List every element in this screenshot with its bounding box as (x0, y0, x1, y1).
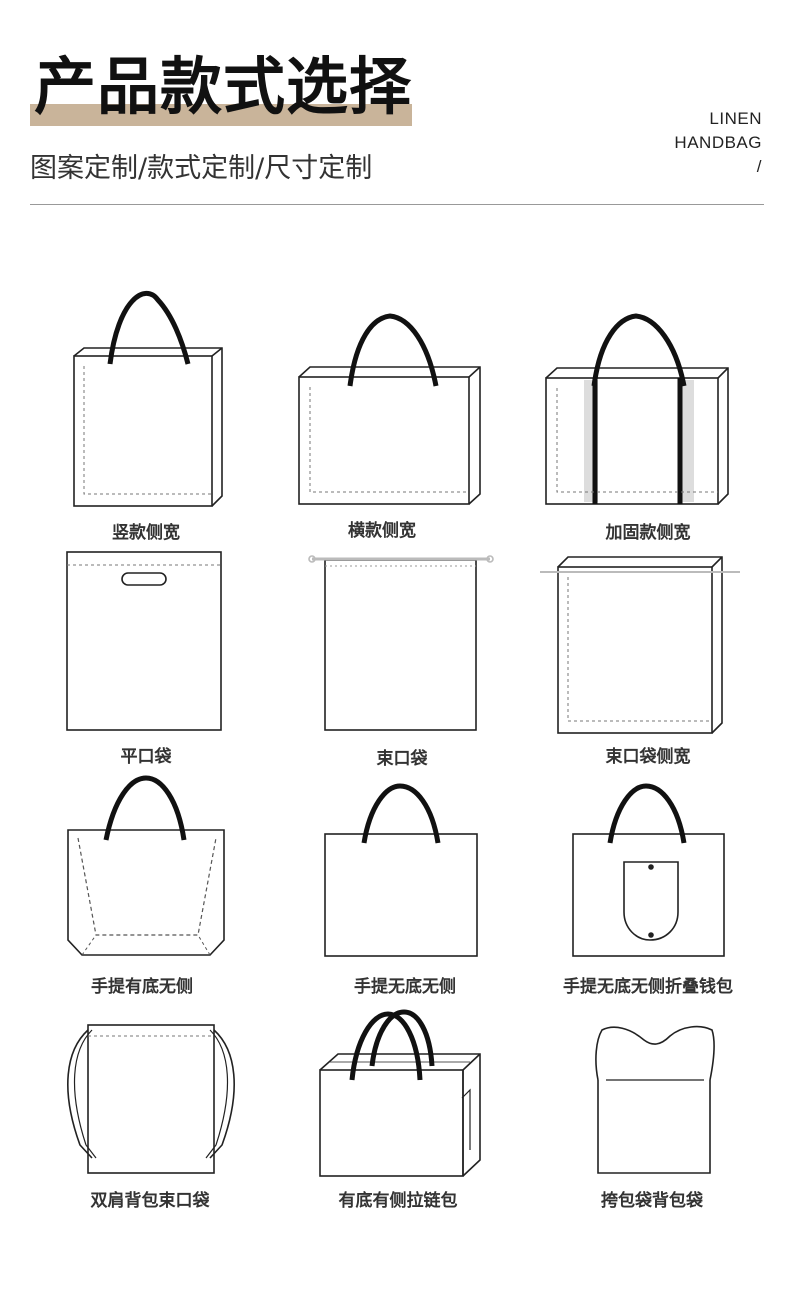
style-label: 手提有底无侧 (91, 977, 193, 997)
style-label: 双肩背包束口袋 (90, 1191, 210, 1211)
vertical-bag-with-side-gusset-icon (73, 291, 223, 507)
horizontal-bag-with-side-gusset-icon (298, 313, 481, 505)
handbag-no-bottom-no-side-icon (324, 783, 478, 957)
side-label-line-2: HANDBAG (674, 133, 762, 152)
backpack-drawstring-bag-icon (67, 1024, 235, 1174)
page-title: 产品款式选择 (34, 50, 413, 123)
style-label: 束口袋 (376, 749, 428, 769)
style-label: 竖款侧宽 (112, 523, 180, 543)
style-label: 加固款侧宽 (605, 523, 691, 543)
style-label: 束口袋侧宽 (605, 747, 691, 767)
style-label: 有底有侧拉链包 (338, 1191, 458, 1211)
drawstring-bag-with-gusset-icon (540, 556, 740, 734)
style-label: 平口袋 (120, 747, 172, 767)
header-divider (30, 204, 764, 205)
shoulder-backpack-bag-icon (595, 1025, 715, 1174)
flat-die-cut-bag-icon (66, 551, 222, 731)
reinforced-bag-with-side-gusset-icon (545, 313, 729, 505)
handbag-bottom-no-side-icon (67, 775, 225, 956)
foldable-wallet-handbag-icon (572, 783, 725, 957)
side-label-line-3: / (756, 157, 762, 176)
style-label: 挎包袋背包袋 (601, 1191, 703, 1211)
drawstring-bag-icon (308, 555, 494, 731)
page-subtitle: 图案定制/款式定制/尺寸定制 (30, 153, 373, 184)
style-label: 手提无底无侧折叠钱包 (563, 977, 733, 997)
title-accent-bar (30, 104, 412, 126)
side-label-line-1: LINEN (709, 109, 762, 128)
style-label: 横款侧宽 (348, 521, 416, 541)
side-label: LINEN HANDBAG / (674, 107, 762, 179)
style-label: 手提无底无侧 (354, 977, 456, 997)
zipper-bag-with-bottom-side-icon (319, 1009, 481, 1177)
